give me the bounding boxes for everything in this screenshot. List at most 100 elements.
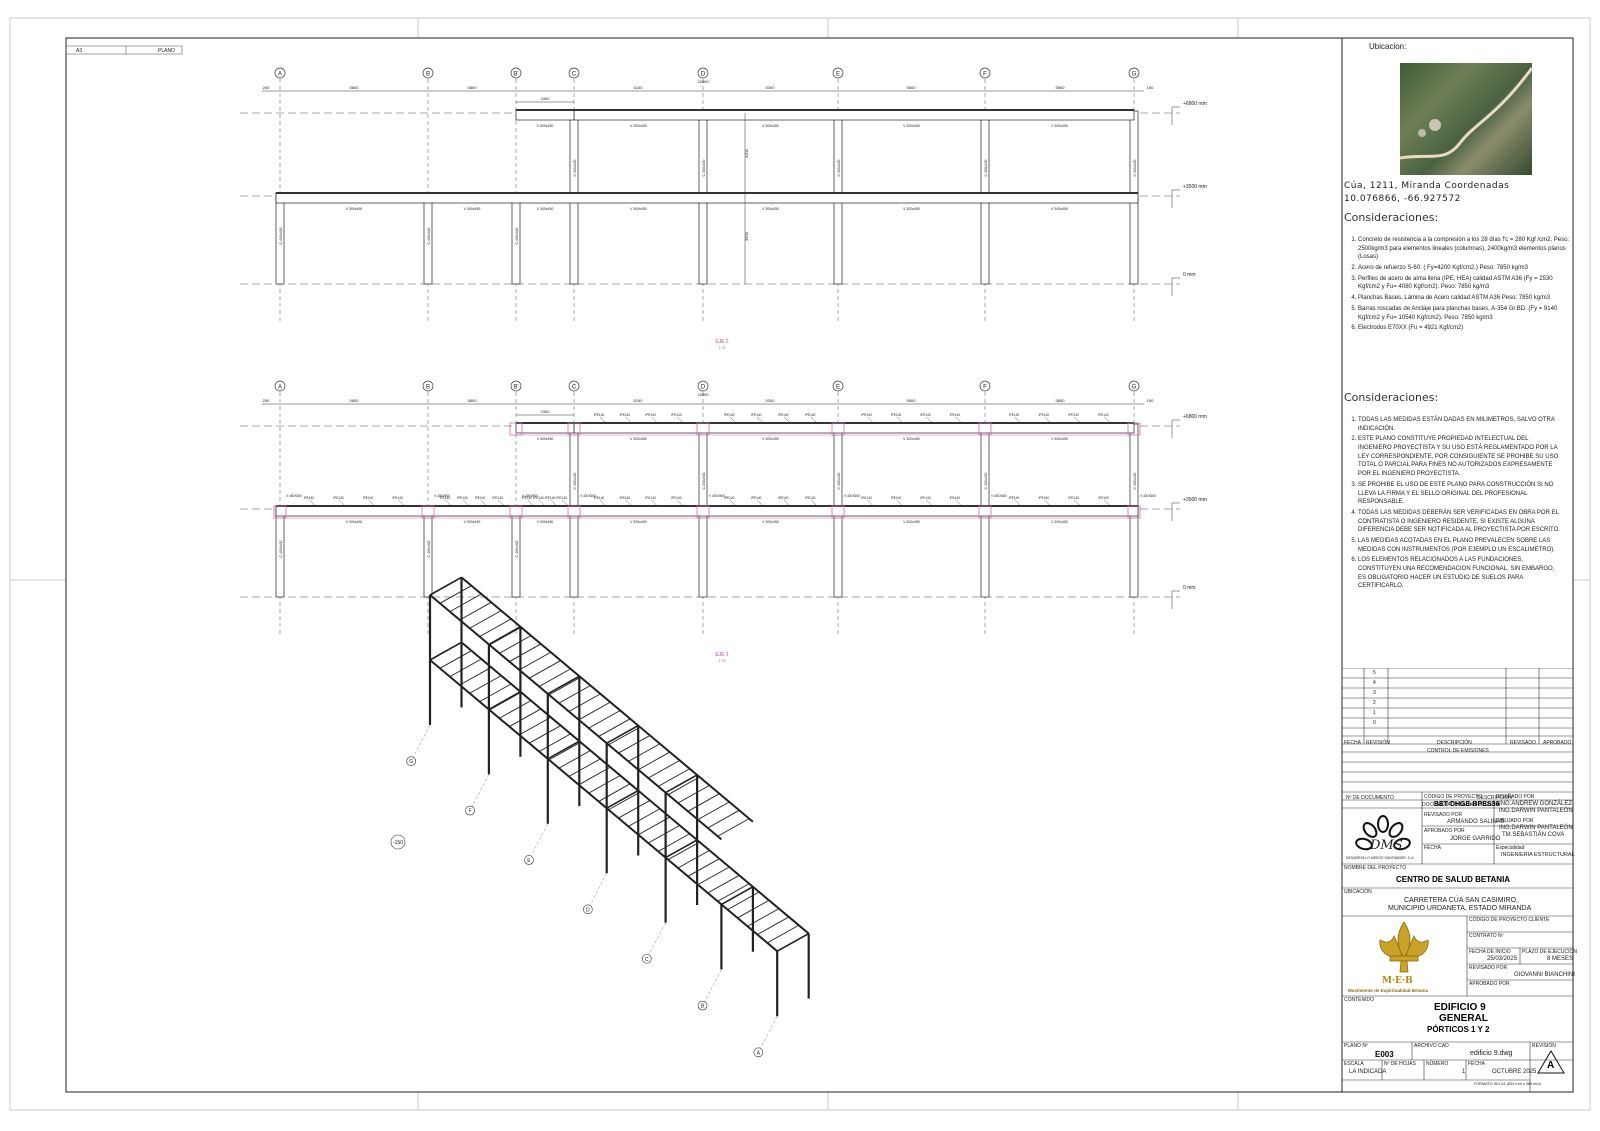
project-name-label: NOMBRE DEL PROYECTO bbox=[1344, 865, 1407, 871]
iso-joist bbox=[568, 693, 601, 712]
iso-joist bbox=[608, 791, 641, 811]
joist-label: IPE140 bbox=[805, 496, 816, 500]
iso-joist bbox=[707, 809, 740, 829]
iso-joist bbox=[479, 683, 512, 702]
revision-triangle-icon bbox=[1537, 1050, 1565, 1074]
consideration-item: SE PROHIBE EL USO DE ESTE PLANO PARA CON… bbox=[1358, 481, 1563, 507]
number: 1 bbox=[1462, 1069, 1466, 1075]
axis-bubble bbox=[422, 67, 434, 79]
joist-leader bbox=[756, 416, 764, 424]
beam-label: V 400X550 bbox=[991, 494, 1007, 498]
client-code-label: CÓDIGO DE PROYECTO CLIENTE bbox=[1469, 917, 1550, 923]
iso-axis-bubble bbox=[524, 855, 534, 865]
axis-label: A bbox=[278, 72, 282, 78]
consideration-item: Planchas Bases, Lámina de Acero calidad … bbox=[1358, 294, 1570, 303]
joist-label: IPE140 bbox=[778, 413, 789, 417]
joist-label: IPE140 bbox=[950, 496, 961, 500]
iso-joist bbox=[558, 685, 591, 704]
road-map-icon bbox=[1399, 67, 1534, 160]
iso-joist bbox=[439, 650, 472, 669]
beam-label: V 300x450 bbox=[1051, 520, 1068, 524]
iso-beam bbox=[776, 932, 810, 952]
iso-joist bbox=[578, 701, 611, 721]
iso-level-label: -150 bbox=[393, 840, 403, 846]
iso-axis-line bbox=[646, 922, 666, 959]
sheet-format: FORMATO ISO A1 (594 mm x 389 mm) bbox=[1474, 1082, 1541, 1086]
project-code: BET-DHGE-BPES36 bbox=[1434, 801, 1500, 808]
beam-label: V 300x450 bbox=[630, 124, 647, 128]
joist-label: IPE140 bbox=[1039, 413, 1050, 417]
joist-leader bbox=[625, 416, 632, 424]
scale: LA INDICADA bbox=[1349, 1069, 1387, 1075]
span-dimension: 250 bbox=[263, 85, 270, 90]
axis-bubble bbox=[1128, 380, 1140, 392]
consideration-item: Concreto de resistencia a la compresión … bbox=[1358, 236, 1570, 262]
axis-bubble bbox=[1128, 67, 1140, 79]
iso-joist bbox=[578, 766, 611, 786]
joist-leader bbox=[480, 499, 487, 507]
joist-leader bbox=[955, 499, 962, 507]
joist-label: IPE140 bbox=[891, 496, 902, 500]
iso-joist bbox=[638, 816, 671, 836]
joist-label: IPE140 bbox=[950, 413, 961, 417]
joist-label: IPE140 bbox=[594, 413, 605, 417]
iso-joist bbox=[717, 818, 750, 837]
iso-axis-bubble bbox=[583, 904, 593, 915]
span-dimension: 5240 bbox=[634, 85, 644, 90]
joist-leader bbox=[445, 499, 452, 507]
span-dimension: 5800 bbox=[350, 398, 360, 403]
iso-axis-bubble bbox=[465, 805, 475, 816]
span-dimension: 5800 bbox=[350, 85, 360, 90]
joist-leader bbox=[1044, 416, 1051, 424]
joist-leader bbox=[1074, 416, 1081, 424]
column-label: C 400x400 bbox=[702, 159, 706, 176]
iso-joist bbox=[548, 676, 581, 696]
axis-label: B' bbox=[513, 385, 518, 391]
axis-bubble bbox=[510, 67, 522, 79]
joist-label: IPE140 bbox=[363, 496, 374, 500]
joist-label: IPE140 bbox=[620, 413, 631, 417]
axis-label: A bbox=[278, 385, 282, 391]
iso-joist bbox=[677, 784, 710, 804]
joist-leader bbox=[1074, 499, 1081, 507]
iso-axis-line bbox=[410, 724, 431, 762]
beam-label: V 300x450 bbox=[464, 207, 481, 211]
iso-joist bbox=[598, 718, 631, 737]
beam-label: V 300x450 bbox=[1051, 124, 1068, 128]
joist-leader bbox=[955, 416, 962, 424]
partial-dimension: 2300 bbox=[541, 96, 551, 101]
project-location-1: CARRETERA CÚA SAN CASIMIRO, bbox=[1404, 897, 1518, 904]
beam-label: V 300x450 bbox=[903, 520, 920, 524]
joist-label: IPE140 bbox=[457, 496, 468, 500]
span-dimension: 150 bbox=[1147, 398, 1154, 403]
beam-label: V 400X550 bbox=[580, 494, 596, 498]
beam-label: V 300x450 bbox=[903, 207, 920, 211]
iso-beam bbox=[429, 641, 462, 661]
consideration-item: Perfiles de acero de alma llena (IPE, HE… bbox=[1358, 275, 1570, 292]
drawn-by: ING.DARWIN PANTALEÓN bbox=[1499, 825, 1573, 831]
revision-number: 3 bbox=[1373, 690, 1376, 696]
iso-joist bbox=[459, 601, 492, 621]
joist-leader bbox=[398, 499, 405, 507]
iso-joist bbox=[558, 750, 591, 769]
term-label: PLAZO DE EJECUCIÓN bbox=[1522, 949, 1578, 955]
joist-label: IPE140 bbox=[1068, 413, 1079, 417]
axis-label: F bbox=[983, 72, 987, 78]
joist-label: IPE140 bbox=[1098, 496, 1109, 500]
iso-beam bbox=[460, 576, 754, 823]
joist-leader bbox=[599, 416, 606, 424]
iso-beam bbox=[606, 789, 639, 809]
view-scale: 1:75 bbox=[719, 346, 726, 350]
roof-beam bbox=[573, 422, 1135, 434]
rev-header-reviewed: REVISADO bbox=[1510, 740, 1536, 746]
iso-axis-line bbox=[758, 1016, 778, 1053]
joist-label: IPE140 bbox=[920, 496, 931, 500]
level-marker bbox=[1171, 502, 1180, 521]
iso-joist bbox=[459, 666, 492, 686]
beam-label: V 300x450 bbox=[537, 207, 554, 211]
joist-label: IPE140 bbox=[545, 496, 556, 500]
span-dimension: 5850 bbox=[1056, 398, 1066, 403]
content-title-3: PÓRTICOS 1 Y 2 bbox=[1427, 1025, 1490, 1034]
height-label: 3500 bbox=[744, 231, 749, 241]
